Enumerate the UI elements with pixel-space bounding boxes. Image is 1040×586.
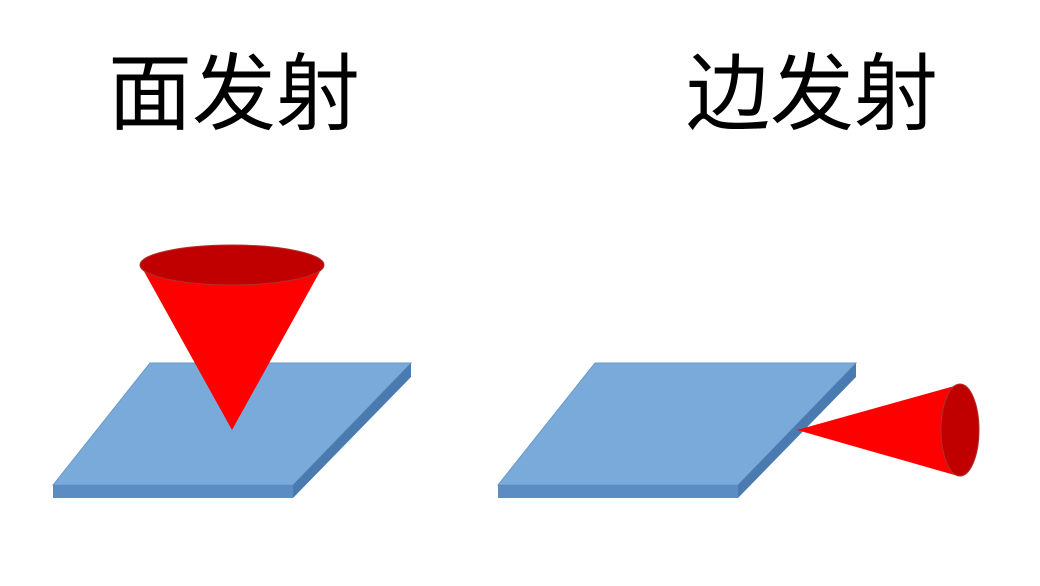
plate-front-face <box>53 485 293 498</box>
plate-side-face <box>738 363 856 498</box>
cone-body <box>797 385 958 476</box>
surface-emission-cone <box>139 244 325 430</box>
edge-emission-cone <box>797 383 980 477</box>
edge-emission-plate <box>496 362 858 498</box>
cone-base <box>940 383 980 477</box>
plate-side-face <box>293 363 411 498</box>
cone-base <box>139 244 325 286</box>
plate-front-face <box>498 485 738 498</box>
edge-emission-title: 边发射 <box>686 45 939 143</box>
cone-body <box>141 266 323 430</box>
surface-emission-title: 面发射 <box>108 45 361 143</box>
